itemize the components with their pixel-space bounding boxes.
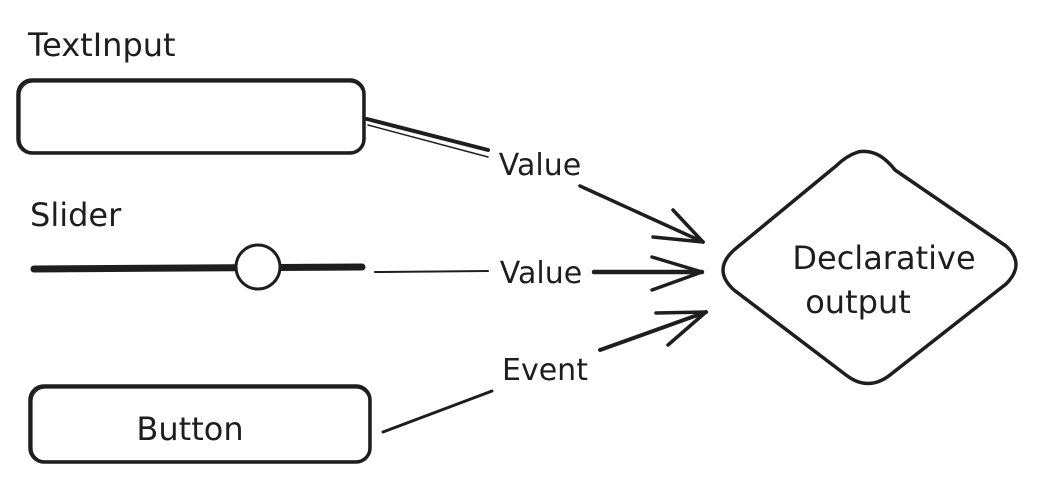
edge-label-value-2: Value	[500, 256, 582, 291]
slider[interactable]	[30, 243, 366, 291]
button[interactable]: Button	[28, 384, 372, 464]
slider-label: Slider	[30, 196, 122, 234]
arrow-button-to-output: Event	[381, 310, 708, 434]
declarative-output-node: Declarative output	[721, 149, 1018, 386]
slider-thumb	[234, 243, 282, 291]
output-label-line1: Declarative	[792, 239, 975, 277]
button-label: Button	[136, 410, 243, 448]
edge-label-value-1: Value	[499, 148, 581, 183]
output-label-line2: output	[805, 283, 911, 321]
text-input-field[interactable]	[16, 78, 366, 155]
edge-label-event: Event	[502, 353, 588, 388]
arrow-slider-to-output: Value	[374, 251, 705, 296]
text-input-label: TextInput	[27, 26, 176, 64]
arrow-text-input-to-output: Value	[365, 117, 705, 244]
slider-track	[30, 263, 366, 273]
